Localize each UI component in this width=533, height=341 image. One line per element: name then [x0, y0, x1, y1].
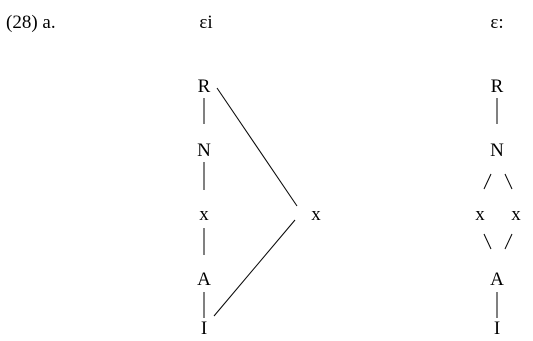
- left-node-R: R: [197, 76, 211, 97]
- right-node-N: N: [490, 140, 504, 161]
- example-number: (28) a.: [6, 12, 56, 33]
- right-heading: ε:: [490, 12, 504, 33]
- link-right-N-x1: [483, 173, 492, 190]
- left-branch-x: x: [311, 204, 321, 225]
- right-node-R: R: [490, 76, 504, 97]
- right-node-A: A: [490, 269, 504, 290]
- right-node-x-right: x: [511, 204, 521, 225]
- link-right-N-x2: [504, 173, 513, 190]
- right-node-I: I: [493, 318, 501, 339]
- left-heading: εi: [199, 12, 213, 33]
- link-R-branch-x: [216, 87, 298, 207]
- left-node-A: A: [197, 269, 211, 290]
- left-node-x: x: [199, 204, 209, 225]
- right-node-x-left: x: [475, 204, 485, 225]
- link-branch-x-I: [213, 219, 296, 317]
- link-right-x1-A: [483, 233, 492, 250]
- link-right-x2-A: [504, 233, 513, 250]
- left-node-I: I: [200, 318, 208, 339]
- left-node-N: N: [197, 140, 211, 161]
